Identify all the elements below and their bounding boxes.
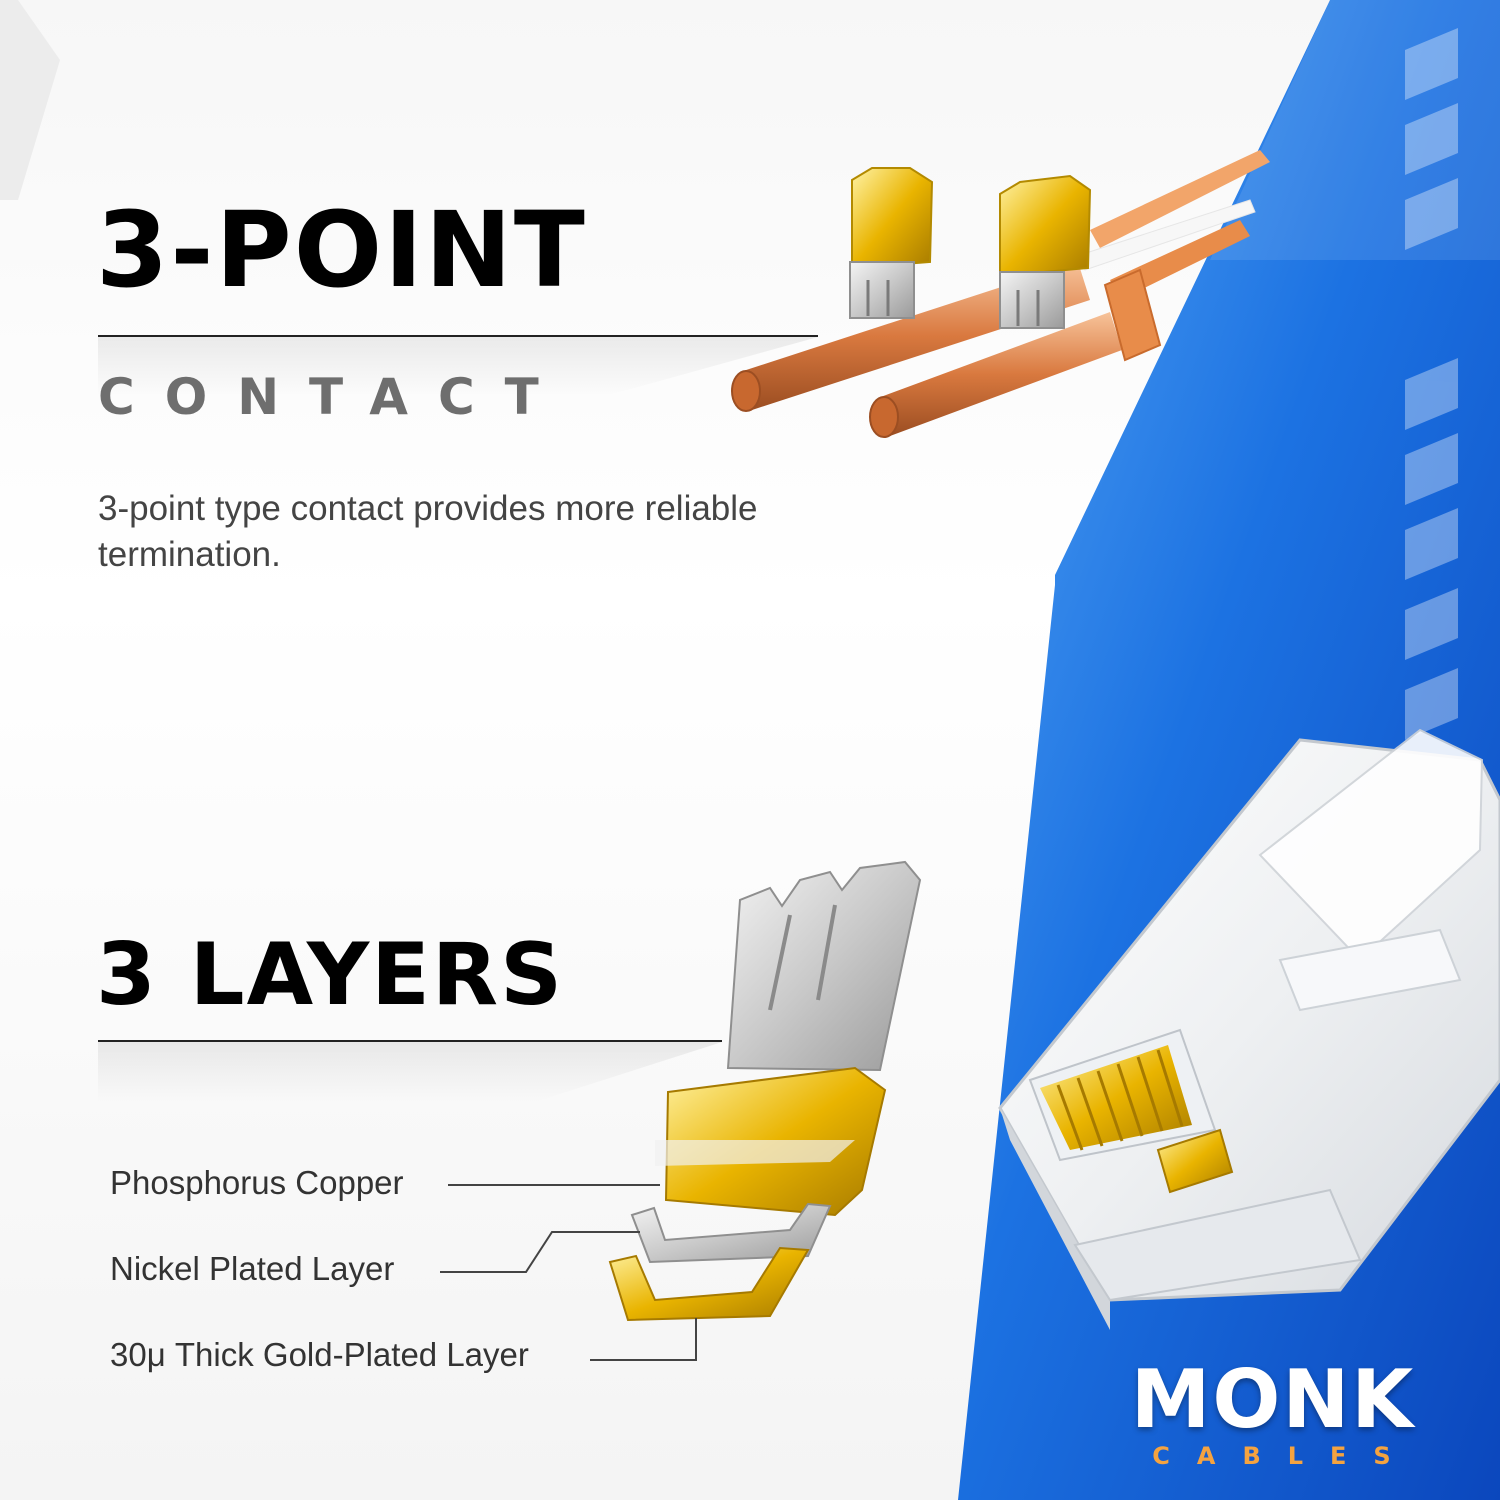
- layer-label-gold: 30μ Thick Gold-Plated Layer: [110, 1336, 529, 1373]
- layer-label-nickel: Nickel Plated Layer: [110, 1250, 395, 1287]
- rj45-plug: [998, 728, 1500, 1330]
- layers-underline: [98, 1040, 722, 1042]
- contact-description: 3-point type contact provides more relia…: [98, 489, 758, 574]
- layered-contact: [608, 860, 922, 1322]
- cable-wires: [1079, 150, 1270, 300]
- title-underline: [98, 335, 818, 337]
- panel-stripes: [1405, 28, 1458, 740]
- brand-logo: MONK CABLES: [1118, 1353, 1428, 1470]
- leader-lines: [440, 1184, 697, 1361]
- brand-name: MONK: [1130, 1353, 1416, 1446]
- left-chevron-decor: [0, 0, 60, 200]
- blue-panel-shade: [1210, 0, 1500, 260]
- brand-tagline: CABLES: [1152, 1442, 1418, 1470]
- layers-title: 3 LAYERS: [96, 925, 565, 1025]
- copper-conductors: [731, 262, 1162, 438]
- contact-title: 3-POINT: [96, 189, 587, 311]
- layer-label-phosphorus-copper: Phosphorus Copper: [110, 1164, 404, 1201]
- gold-contact-blades: [849, 167, 1092, 329]
- contact-subtitle: CONTACT: [98, 368, 569, 426]
